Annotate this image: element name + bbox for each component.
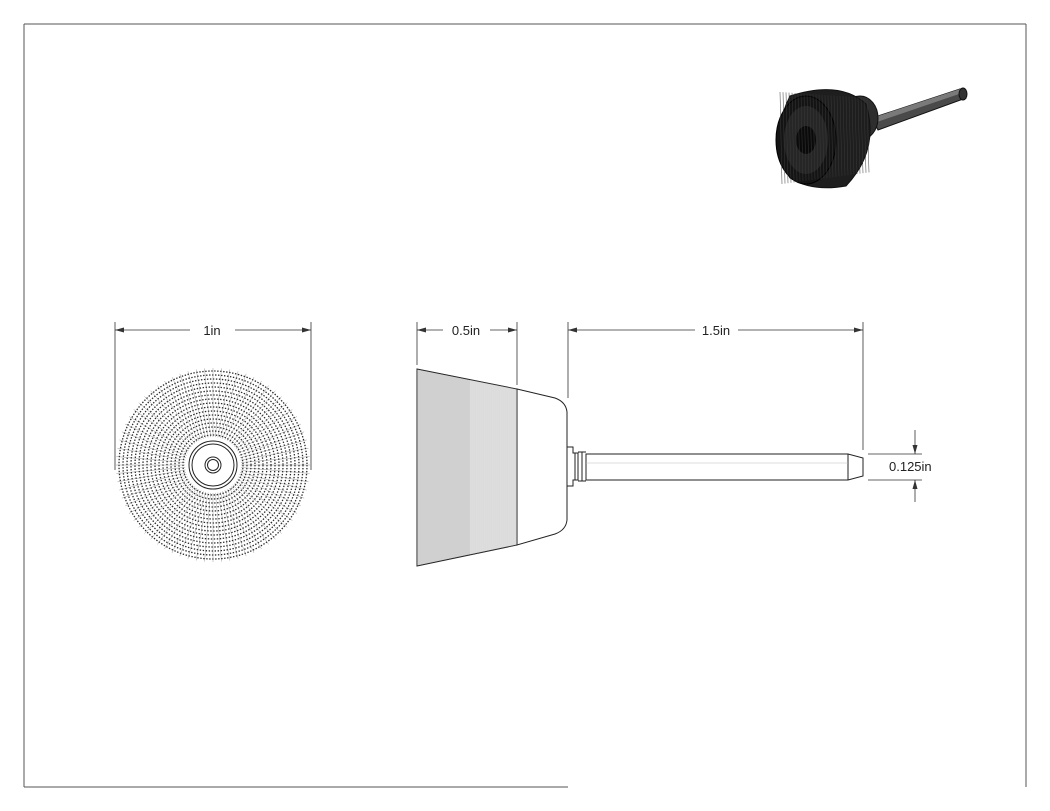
- side-bristle-lines: [418, 369, 516, 566]
- dimension-shank-length: 1.5in: [567, 322, 864, 450]
- side-collar: [566, 446, 579, 487]
- dimension-label-1in: 1in: [203, 323, 220, 338]
- isometric-bristle-texture: [779, 91, 870, 185]
- front-shank-hole-inner: [207, 459, 219, 471]
- isometric-view: [775, 87, 968, 189]
- side-hub: [516, 388, 568, 546]
- front-bristle-rings: [116, 368, 310, 562]
- front-hub: [188, 440, 238, 490]
- dimension-brush-length: 0.5in: [416, 322, 518, 385]
- dimension-label-1-5in: 1.5in: [702, 323, 730, 338]
- dimension-brush-diameter: 1in: [114, 322, 312, 470]
- dimension-label-0-125in: 0.125in: [889, 459, 932, 474]
- front-hub-inner: [191, 443, 235, 487]
- front-view: 1in: [114, 322, 312, 562]
- dimension-label-0-5in: 0.5in: [452, 323, 480, 338]
- side-view: 0.5in 1.5in 0.125in: [416, 322, 932, 567]
- side-shank: [585, 453, 864, 481]
- dimension-shank-diameter: 0.125in: [868, 430, 932, 502]
- front-shank-hole: [204, 456, 222, 474]
- sheet-frame: [23, 23, 1027, 788]
